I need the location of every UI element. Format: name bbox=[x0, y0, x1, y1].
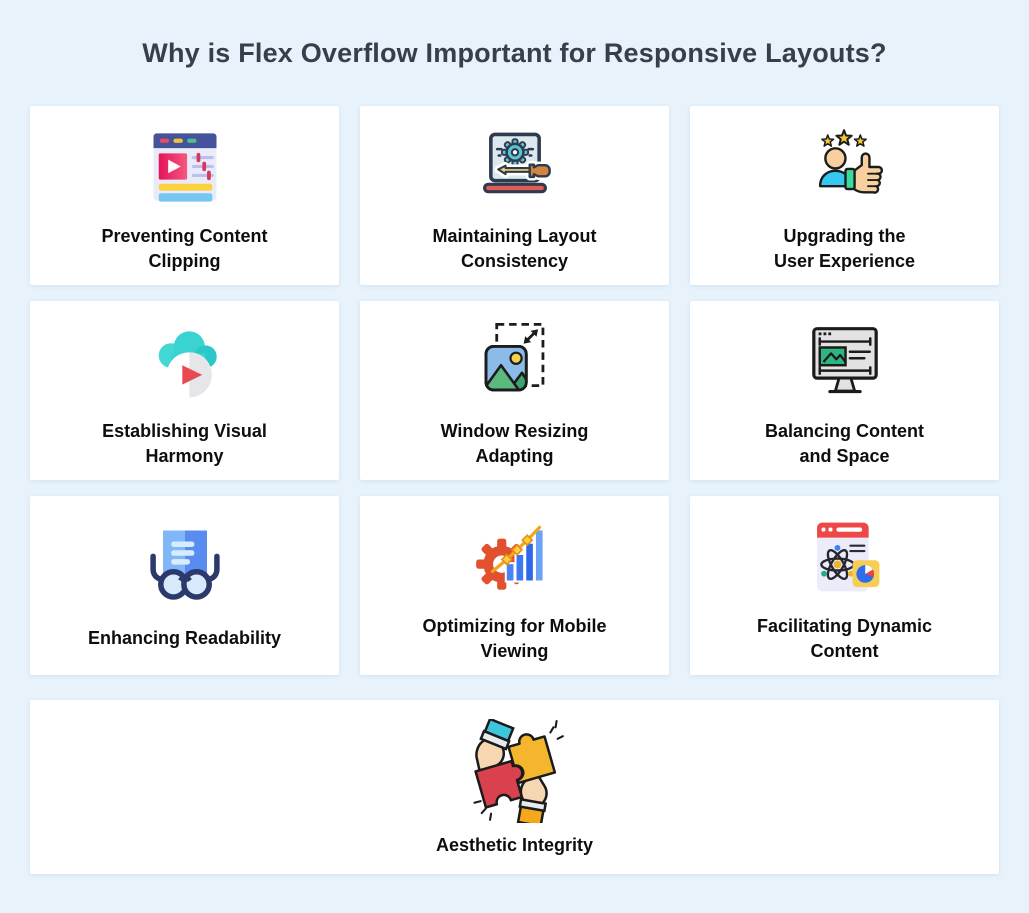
card-optimizing-mobile-viewing: Optimizing for Mobile Viewing bbox=[360, 496, 669, 675]
card-preventing-content-clipping: Preventing Content Clipping bbox=[30, 106, 339, 285]
laptop-tools-icon bbox=[472, 118, 558, 216]
card-balancing-content-space: Balancing Content and Space bbox=[690, 301, 999, 480]
gear-growth-chart-icon bbox=[468, 508, 562, 606]
card-window-resizing-adapting: Window Resizing Adapting bbox=[360, 301, 669, 480]
monitor-content-icon bbox=[802, 313, 888, 411]
card-label: Preventing Content Clipping bbox=[101, 225, 268, 271]
page-header: Why is Flex Overflow Important for Respo… bbox=[0, 0, 1029, 106]
puzzle-hands-icon bbox=[463, 717, 567, 825]
cards-grid: Preventing Content Clipping bbox=[30, 106, 999, 874]
card-maintaining-layout-consistency: Maintaining Layout Consistency bbox=[360, 106, 669, 285]
card-label: Enhancing Readability bbox=[87, 628, 282, 649]
cloud-play-icon bbox=[142, 313, 228, 411]
glasses-document-icon bbox=[141, 520, 229, 618]
card-label: Aesthetic Integrity bbox=[435, 834, 594, 855]
card-aesthetic-integrity: Aesthetic Integrity bbox=[30, 700, 999, 874]
card-establishing-visual-harmony: Establishing Visual Harmony bbox=[30, 301, 339, 480]
card-label: Facilitating Dynamic Content bbox=[756, 615, 933, 661]
video-player-icon bbox=[143, 118, 227, 216]
card-label: Upgrading the User Experience bbox=[773, 225, 916, 271]
card-label: Optimizing for Mobile Viewing bbox=[422, 615, 607, 661]
card-upgrading-user-experience: Upgrading the User Experience bbox=[690, 106, 999, 285]
browser-atom-icon bbox=[802, 508, 888, 606]
card-enhancing-readability: Enhancing Readability bbox=[30, 496, 339, 675]
card-label: Window Resizing Adapting bbox=[440, 420, 589, 466]
card-label: Maintaining Layout Consistency bbox=[432, 225, 597, 271]
card-label: Balancing Content and Space bbox=[764, 420, 924, 466]
page-title: Why is Flex Overflow Important for Respo… bbox=[142, 37, 887, 68]
card-facilitating-dynamic-content: Facilitating Dynamic Content bbox=[690, 496, 999, 675]
resize-image-icon bbox=[472, 313, 558, 411]
user-thumbs-up-icon bbox=[799, 118, 891, 216]
card-label: Establishing Visual Harmony bbox=[102, 420, 267, 466]
